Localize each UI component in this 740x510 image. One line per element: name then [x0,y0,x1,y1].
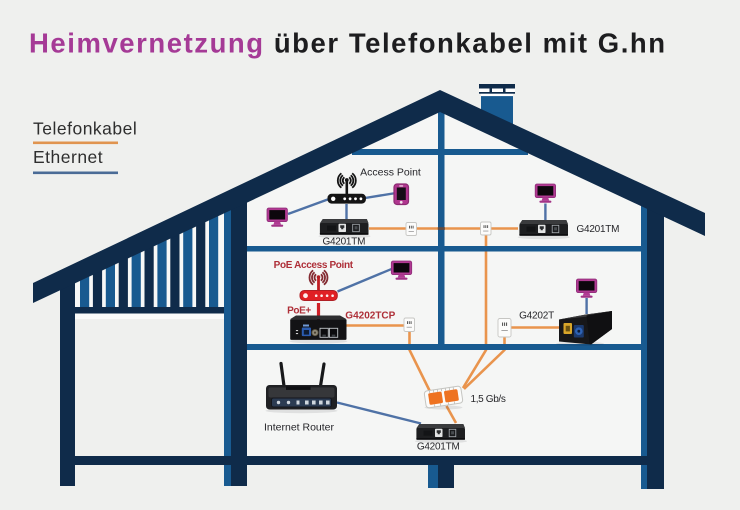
svg-text:Access Point: Access Point [360,167,421,179]
svg-text:G4201TM: G4201TM [577,224,620,235]
svg-text:PoE+: PoE+ [287,305,311,316]
svg-text:G4202T: G4202T [519,311,554,322]
svg-text:PoE Access Point: PoE Access Point [274,260,354,271]
svg-text:1,5 Gb/s: 1,5 Gb/s [471,394,506,405]
svg-text:G4201TM: G4201TM [417,441,460,452]
svg-text:Heimvernetzung über Telefonkab: Heimvernetzung über Telefonkabel mit G.h… [29,28,667,59]
svg-text:Ethernet: Ethernet [33,147,103,167]
svg-text:Telefonkabel: Telefonkabel [33,119,137,139]
svg-text:Internet Router: Internet Router [264,421,335,433]
svg-text:G4202TCP: G4202TCP [345,310,395,321]
svg-text:G4201TM: G4201TM [322,237,365,248]
